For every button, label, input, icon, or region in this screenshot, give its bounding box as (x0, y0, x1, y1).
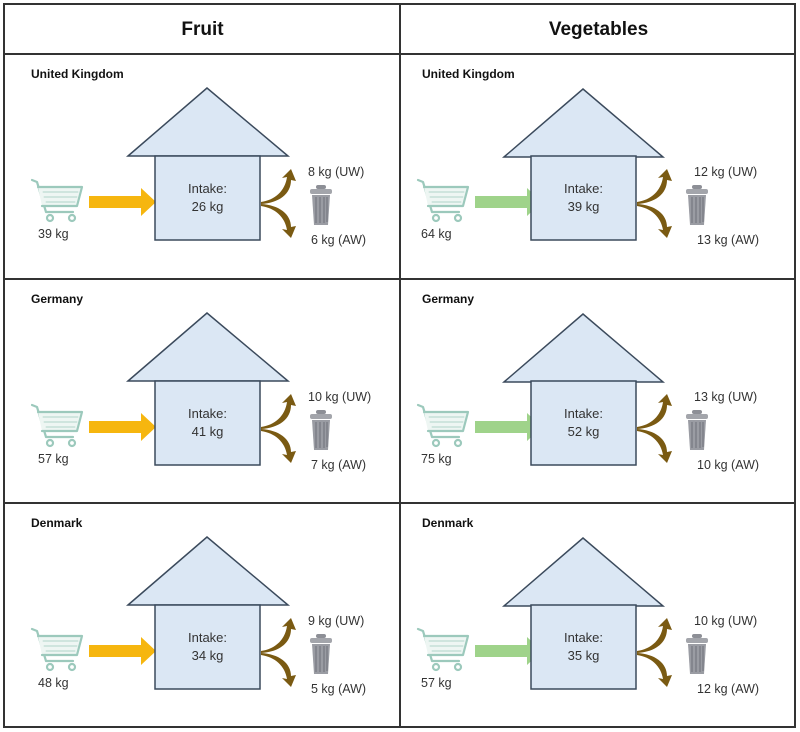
shopping-cart-icon (416, 627, 470, 672)
intake-label: Intake: (187, 181, 228, 196)
house-body (154, 380, 261, 466)
trash-bin-icon (686, 410, 708, 450)
shopping-cart-icon (30, 178, 84, 223)
waste-split-arrow-icon (261, 618, 296, 687)
trash-bin-icon (686, 634, 708, 674)
intake-label: Intake: (187, 406, 228, 421)
unavoidable-waste-amount: 8 kg (UW) (308, 165, 365, 179)
purchased-amount: 64 kg (421, 227, 452, 241)
house-roof (125, 536, 291, 606)
intake-value: 34 kg (191, 648, 224, 663)
avoidable-waste-amount: 7 kg (AW) (311, 458, 367, 472)
country-label: United Kingdom (31, 67, 124, 81)
flow-graphic (30, 312, 332, 466)
intake-value: 41 kg (191, 424, 224, 439)
intake-box: Intake: 52 kg (531, 405, 636, 441)
intake-box: Intake: 26 kg (155, 180, 260, 216)
house-roof (501, 313, 666, 383)
waste-split-arrow-icon (261, 169, 296, 238)
house-roof (125, 87, 291, 157)
panel-vegetables-united-kingdom: United Kingdom (401, 56, 796, 278)
column-divider (399, 3, 401, 728)
panel-vegetables-germany: Germany (401, 281, 796, 503)
intake-box: Intake: 41 kg (155, 405, 260, 441)
waste-split-arrow-icon (637, 394, 672, 463)
country-label: Denmark (422, 516, 474, 530)
purchased-amount: 75 kg (421, 452, 452, 466)
unavoidable-waste-amount: 9 kg (UW) (308, 614, 365, 628)
house-roof (125, 312, 291, 382)
house-roof (501, 88, 666, 158)
purchased-amount: 39 kg (38, 227, 69, 241)
shopping-cart-icon (416, 403, 470, 448)
waste-split-arrow-icon (637, 618, 672, 687)
avoidable-waste-amount: 13 kg (AW) (697, 233, 760, 247)
house-body (530, 380, 637, 466)
country-label: United Kingdom (422, 67, 515, 81)
purchase-arrow-icon (475, 188, 542, 216)
flow-graphic (30, 87, 332, 241)
intake-value: 39 kg (567, 199, 600, 214)
intake-value: 52 kg (567, 424, 600, 439)
shopping-cart-icon (416, 178, 470, 223)
intake-value: 35 kg (567, 648, 600, 663)
house-body (530, 155, 637, 241)
purchased-amount: 57 kg (421, 676, 452, 690)
unavoidable-waste-amount: 10 kg (UW) (308, 390, 372, 404)
avoidable-waste-amount: 6 kg (AW) (311, 233, 367, 247)
row-divider-2 (3, 502, 796, 504)
flow-graphic (416, 313, 708, 466)
avoidable-waste-amount: 5 kg (AW) (311, 682, 367, 696)
flow-graphic (416, 88, 708, 241)
intake-label: Intake: (187, 630, 228, 645)
waste-split-arrow-icon (637, 169, 672, 238)
house-body (154, 604, 261, 690)
panel-fruit-united-kingdom: United Kingdom (5, 56, 400, 278)
intake-label: Intake: (563, 181, 604, 196)
avoidable-waste-amount: 12 kg (AW) (697, 682, 760, 696)
waste-split-arrow-icon (261, 394, 296, 463)
intake-value: 26 kg (191, 199, 224, 214)
panel-vegetables-denmark: Denmark (401, 505, 796, 727)
purchased-amount: 57 kg (38, 452, 69, 466)
column-header-vegetables: Vegetables (548, 19, 649, 40)
header-divider (3, 53, 796, 55)
flow-graphic (30, 536, 332, 690)
trash-bin-icon (310, 410, 332, 450)
unavoidable-waste-amount: 10 kg (UW) (694, 614, 758, 628)
purchase-arrow-icon (89, 637, 156, 665)
purchased-amount: 48 kg (38, 676, 69, 690)
unavoidable-waste-amount: 12 kg (UW) (694, 165, 758, 179)
intake-label: Intake: (563, 406, 604, 421)
house-body (154, 155, 261, 241)
house-body (530, 604, 637, 690)
country-label: Germany (31, 292, 84, 306)
purchase-arrow-icon (475, 413, 542, 441)
unavoidable-waste-amount: 13 kg (UW) (694, 390, 758, 404)
purchase-arrow-icon (475, 637, 542, 665)
row-divider-1 (3, 278, 796, 280)
trash-bin-icon (310, 634, 332, 674)
intake-box: Intake: 35 kg (531, 629, 636, 665)
panel-fruit-germany: Germany (5, 281, 400, 503)
avoidable-waste-amount: 10 kg (AW) (697, 458, 760, 472)
country-label: Germany (422, 292, 475, 306)
column-header-fruit: Fruit (181, 19, 224, 40)
house-roof (501, 537, 666, 607)
purchase-arrow-icon (89, 188, 156, 216)
shopping-cart-icon (30, 627, 84, 672)
country-label: Denmark (31, 516, 83, 530)
panel-fruit-denmark: Denmark (5, 505, 400, 727)
purchase-arrow-icon (89, 413, 156, 441)
intake-box: Intake: 39 kg (531, 180, 636, 216)
intake-label: Intake: (563, 630, 604, 645)
shopping-cart-icon (30, 403, 84, 448)
trash-bin-icon (310, 185, 332, 225)
trash-bin-icon (686, 185, 708, 225)
flow-graphic (416, 537, 708, 690)
intake-box: Intake: 34 kg (155, 629, 260, 665)
